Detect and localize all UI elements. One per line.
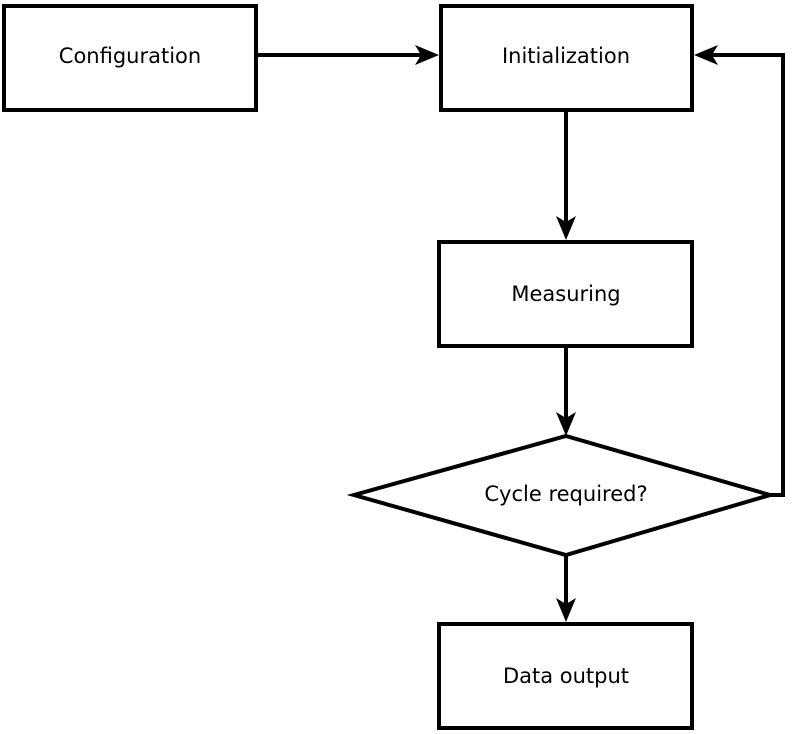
edge-configuration-to-initialization	[258, 45, 439, 65]
node-data-output[interactable]: Data output	[437, 622, 694, 730]
node-cycle-required[interactable]: Cycle required?	[346, 433, 778, 558]
arrowhead-feedback-init	[694, 45, 718, 65]
edge-initialization-to-measuring	[556, 112, 576, 240]
node-configuration-label: Configuration	[59, 44, 201, 68]
arrowhead-init-measuring	[556, 216, 576, 240]
node-initialization-label: Initialization	[502, 44, 630, 68]
node-configuration[interactable]: Configuration	[2, 4, 258, 112]
arrowhead-cycle-output	[556, 598, 576, 622]
arrowhead-measuring-cycle	[556, 412, 576, 436]
node-measuring-label: Measuring	[511, 282, 620, 306]
edge-cycle-required-to-data-output	[556, 555, 576, 622]
node-configuration-shape	[2, 4, 258, 112]
node-measuring-shape	[437, 240, 694, 348]
node-data-output-shape	[437, 622, 694, 730]
node-cycle-required-label: Cycle required?	[484, 482, 647, 506]
node-initialization-shape	[439, 4, 694, 112]
edge-line-feedback-loop	[707, 53, 785, 497]
node-initialization[interactable]: Initialization	[439, 4, 694, 112]
node-measuring[interactable]: Measuring	[437, 240, 694, 348]
edge-measuring-to-cycle-required	[556, 348, 576, 436]
edge-cycle-required-to-initialization-feedback	[694, 45, 785, 497]
arrowhead-config-init	[415, 45, 439, 65]
node-data-output-label: Data output	[503, 664, 629, 688]
node-cycle-required-shape	[346, 433, 778, 558]
